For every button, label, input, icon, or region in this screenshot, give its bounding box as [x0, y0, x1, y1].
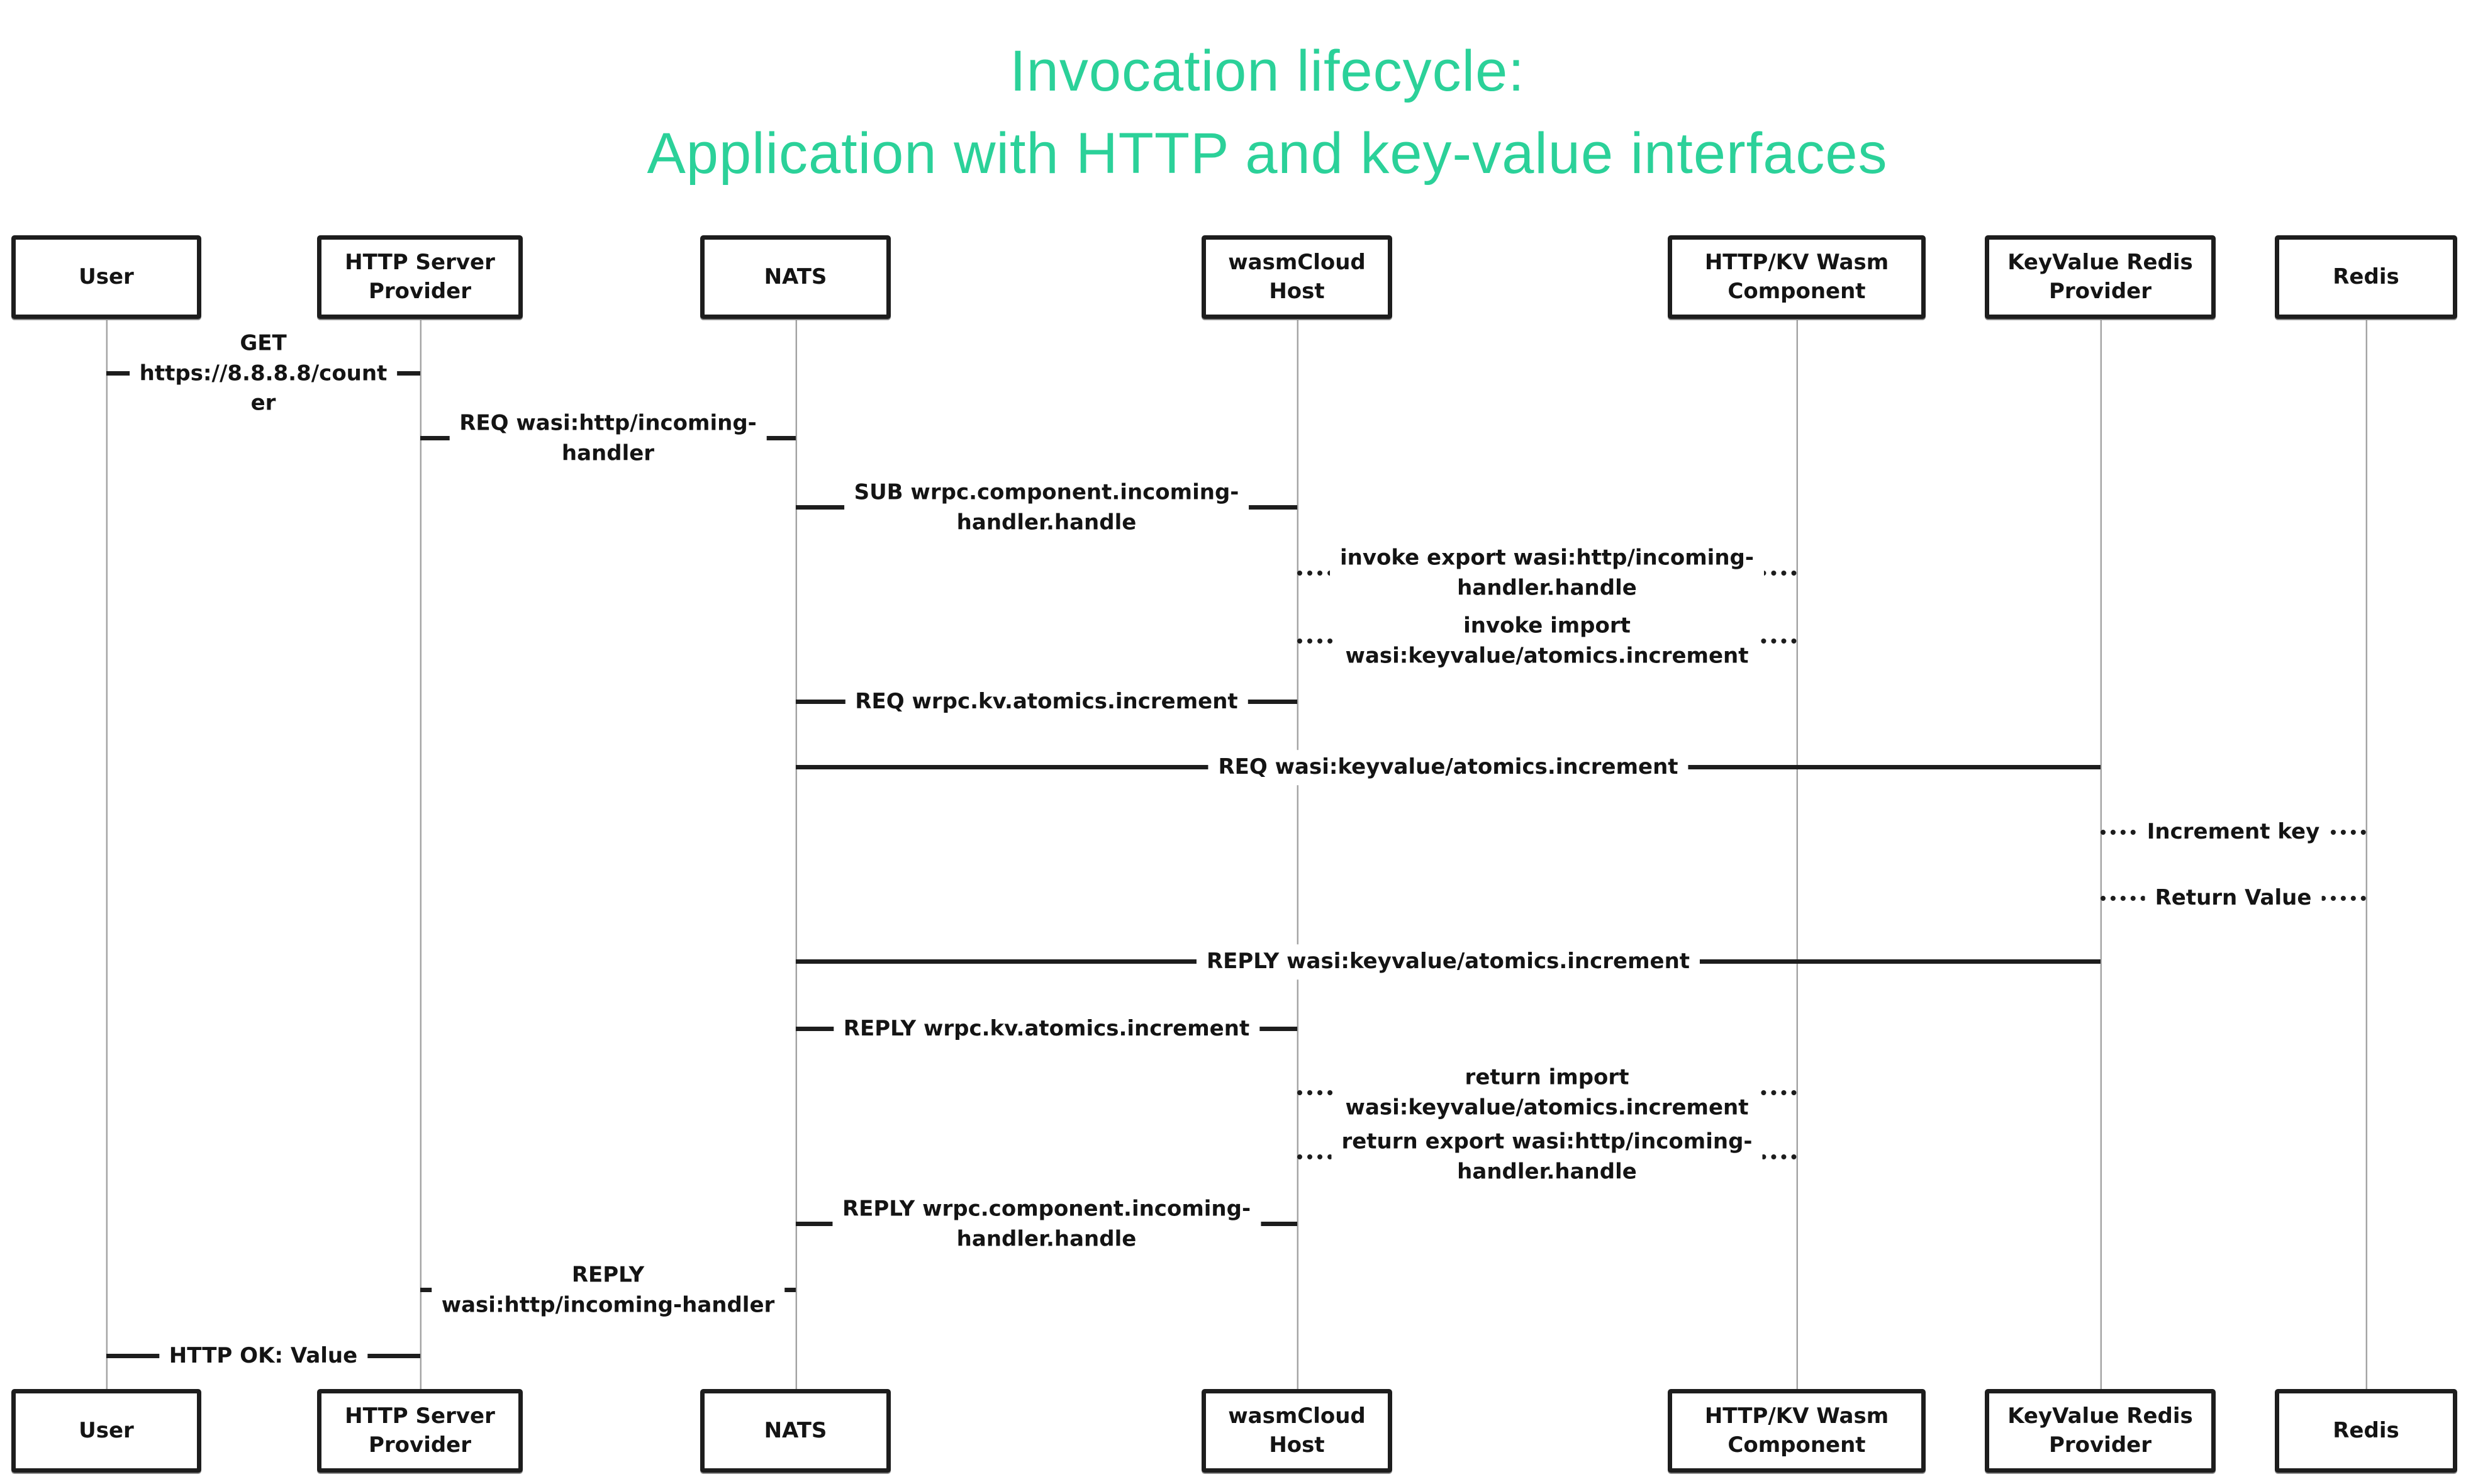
- message-label: invoke export wasi:http/incoming- handle…: [1330, 540, 1764, 606]
- lifeline-keyvalue-redis-provider: [2100, 319, 2102, 1389]
- message-label: REQ wrpc.kv.atomics.increment: [845, 684, 1248, 720]
- message-label: Increment key: [2136, 815, 2330, 850]
- participant-box-http-server-provider-top: HTTP Server Provider: [317, 235, 523, 319]
- participant-box-nats-top: NATS: [700, 235, 891, 319]
- lifeline-wasmcloud-host: [1297, 319, 1298, 1389]
- participant-box-http-server-provider-bottom: HTTP Server Provider: [317, 1389, 523, 1473]
- lifeline-user: [106, 319, 108, 1389]
- message-label: REPLY wrpc.component.incoming- handler.h…: [832, 1191, 1261, 1257]
- lifeline-http-kv-wasm-component: [1796, 319, 1798, 1389]
- message-label: REPLY wasi:keyvalue/atomics.increment: [1196, 944, 1700, 979]
- participant-box-user-bottom: User: [11, 1389, 201, 1473]
- participant-box-wasmcloud-host-top: wasmCloud Host: [1202, 235, 1392, 319]
- diagram-title-line2: Application with HTTP and key-value inte…: [647, 121, 1888, 186]
- message-label: Return Value: [2145, 881, 2322, 916]
- participant-box-user-top: User: [11, 235, 201, 319]
- participant-box-wasmcloud-host-bottom: wasmCloud Host: [1202, 1389, 1392, 1473]
- diagram-title: Invocation lifecycle: Application with H…: [57, 30, 2478, 194]
- message-label: GET https://8.8.8.8/count er: [129, 326, 398, 421]
- message-label: REQ wasi:keyvalue/atomics.increment: [1208, 750, 1688, 785]
- message-label: return export wasi:http/incoming- handle…: [1331, 1124, 1763, 1190]
- message-label: return import wasi:keyvalue/atomics.incr…: [1335, 1060, 1759, 1125]
- message-label: SUB wrpc.component.incoming- handler.han…: [844, 475, 1249, 540]
- lifeline-http-server-provider: [420, 319, 421, 1389]
- message-label: HTTP OK: Value: [159, 1339, 368, 1374]
- participant-box-http-kv-wasm-component-top: HTTP/KV Wasm Component: [1668, 235, 1926, 319]
- message-label: invoke import wasi:keyvalue/atomics.incr…: [1335, 608, 1759, 674]
- lifeline-redis: [2365, 319, 2367, 1389]
- message-label: REPLY wasi:http/incoming-handler: [431, 1258, 785, 1323]
- participant-box-nats-bottom: NATS: [700, 1389, 891, 1473]
- message-label: REQ wasi:http/incoming- handler: [449, 406, 767, 471]
- participant-box-keyvalue-redis-provider-bottom: KeyValue Redis Provider: [1985, 1389, 2216, 1473]
- participant-box-http-kv-wasm-component-bottom: HTTP/KV Wasm Component: [1668, 1389, 1926, 1473]
- lifeline-nats: [795, 319, 797, 1389]
- message-label: REPLY wrpc.kv.atomics.increment: [833, 1012, 1260, 1047]
- participant-box-keyvalue-redis-provider-top: KeyValue Redis Provider: [1985, 235, 2216, 319]
- participant-box-redis-bottom: Redis: [2275, 1389, 2457, 1473]
- diagram-title-line1: Invocation lifecycle:: [1010, 39, 1525, 103]
- participant-box-redis-top: Redis: [2275, 235, 2457, 319]
